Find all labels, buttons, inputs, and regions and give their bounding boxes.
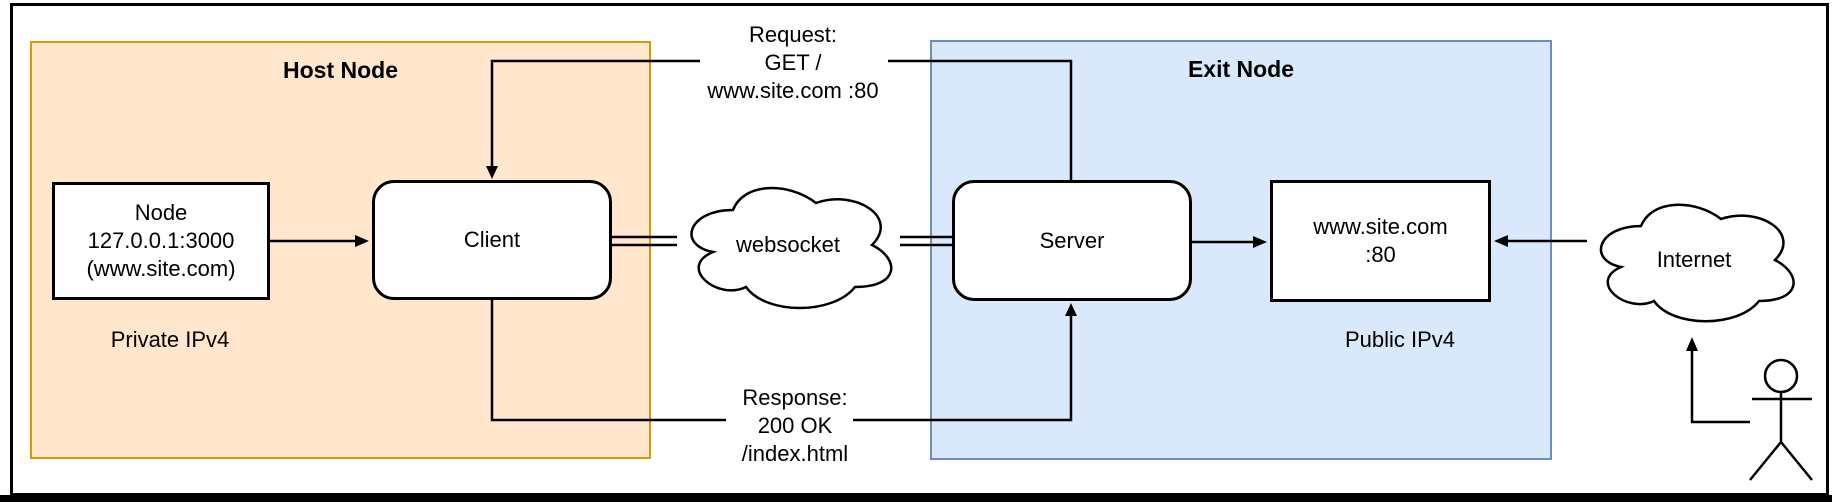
exit-node-title: Exit Node <box>1187 56 1295 82</box>
client-box: Client <box>372 180 612 300</box>
host-node-title: Host Node <box>283 57 398 83</box>
site-box: www.site.com :80 <box>1270 180 1491 302</box>
request-label: Request: GET / www.site.com :80 <box>653 21 933 105</box>
internet-cloud-label: Internet <box>1656 247 1732 272</box>
client-box-label: Client <box>463 227 521 252</box>
server-box-label: Server <box>1039 227 1105 253</box>
public-ipv4-label: Public IPv4 <box>1344 327 1456 352</box>
response-label-line1: Response: <box>742 385 848 410</box>
response-label-line3: /index.html <box>741 441 849 466</box>
site-box-line2: :80 <box>1365 242 1396 267</box>
request-label-line3: www.site.com :80 <box>707 78 879 103</box>
request-label-line1: Request: <box>748 22 838 47</box>
websocket-cloud-label: websocket <box>736 232 840 257</box>
outer-border-bottom <box>0 495 1832 502</box>
node-box-line1: Node <box>134 200 188 225</box>
node-box-line3: (www.site.com) <box>86 256 236 281</box>
request-label-line2: GET / <box>764 50 822 75</box>
server-box: Server <box>952 180 1192 301</box>
private-ipv4-label: Private IPv4 <box>110 327 230 352</box>
response-label-line2: 200 OK <box>757 413 833 438</box>
node-box: Node 127.0.0.1:3000 (www.site.com) <box>52 182 270 300</box>
node-box-line2: 127.0.0.1:3000 <box>87 228 235 253</box>
response-label: Response: 200 OK /index.html <box>655 384 935 468</box>
site-box-line1: www.site.com <box>1313 214 1448 239</box>
outer-border <box>10 3 1829 496</box>
